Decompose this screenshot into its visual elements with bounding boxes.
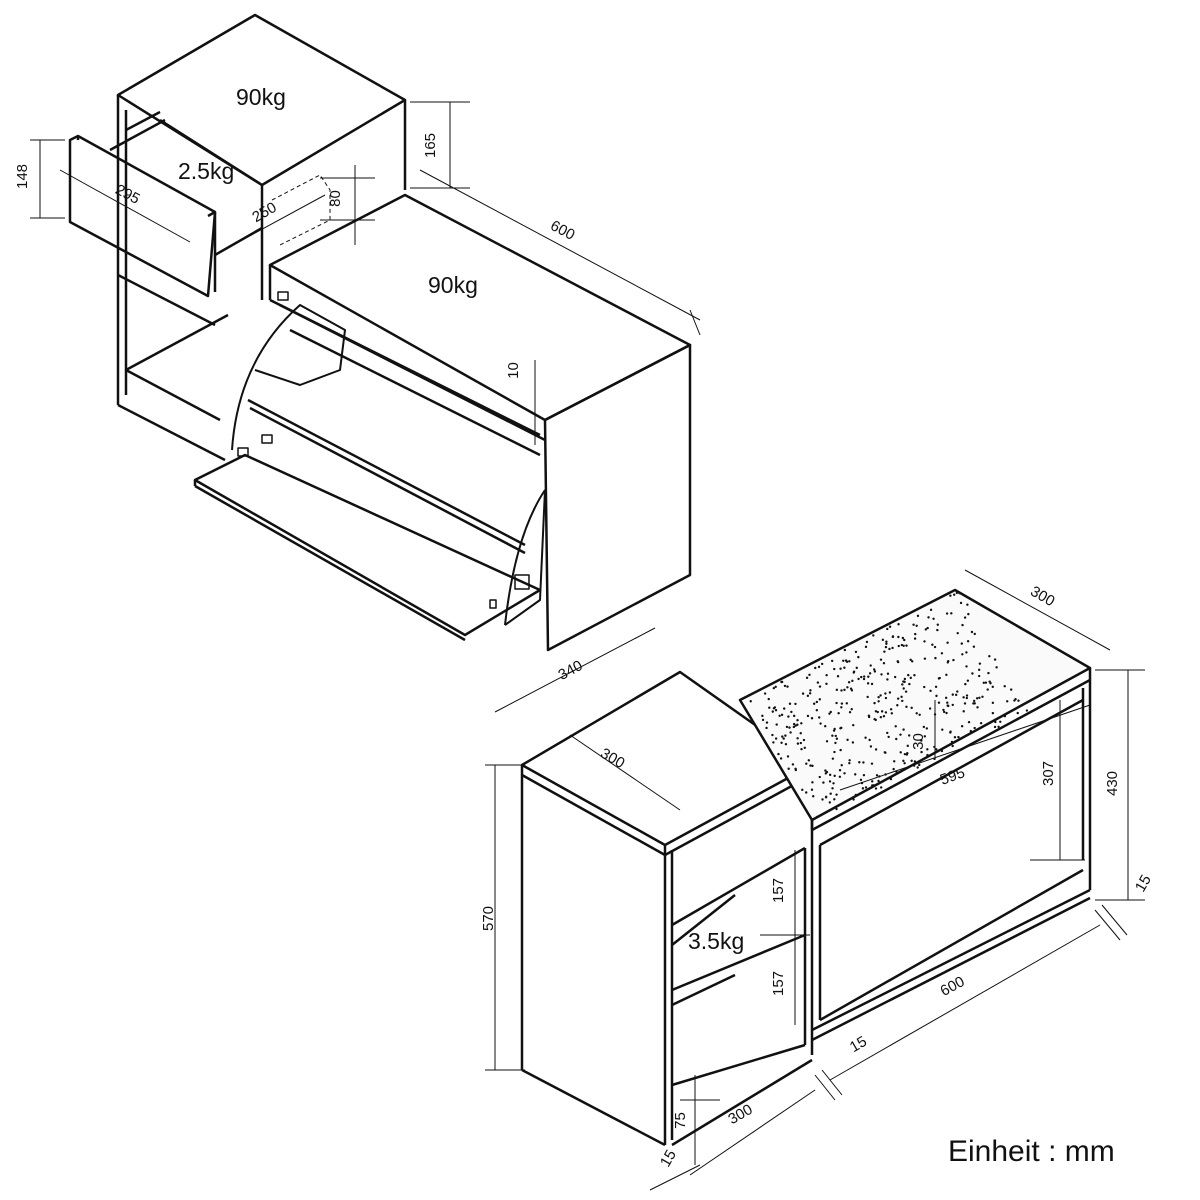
bottom-cabinet bbox=[520, 670, 814, 1147]
unit-label: Einheit : mm bbox=[948, 1135, 1115, 1168]
top-load-label: 90kg bbox=[236, 84, 286, 110]
shelf-height-1-dim: 157 bbox=[770, 877, 788, 904]
shelf-height-2-dim: 157 bbox=[770, 970, 788, 997]
base-height-dim: 75 bbox=[671, 1112, 689, 1129]
cushion-height-dim: 30 bbox=[909, 733, 927, 750]
drawer-load-label: 2.5kg bbox=[178, 158, 235, 184]
bottom-bench bbox=[738, 588, 1092, 1042]
flap-gap-dim: 10 bbox=[504, 362, 522, 379]
top-drawer-cabinet bbox=[116, 13, 407, 462]
shelf-load-label: 3.5kg bbox=[688, 928, 745, 954]
bench-load-label: 90kg bbox=[428, 272, 478, 298]
cabinet-offset-dim: 165 bbox=[422, 132, 440, 159]
drawer-height-dim: 148 bbox=[14, 163, 32, 190]
cushion-texture bbox=[749, 591, 1029, 819]
drawer-inner-height-dim: 80 bbox=[326, 190, 344, 207]
inner-height-dim: 307 bbox=[1040, 760, 1058, 787]
top-dimension-lines bbox=[30, 101, 701, 445]
bottom-dimension-lines bbox=[485, 569, 1145, 1191]
cabinet-height-dim: 570 bbox=[480, 905, 498, 932]
top-shoe-bench bbox=[193, 193, 692, 652]
bench-height-dim: 430 bbox=[1104, 770, 1122, 797]
